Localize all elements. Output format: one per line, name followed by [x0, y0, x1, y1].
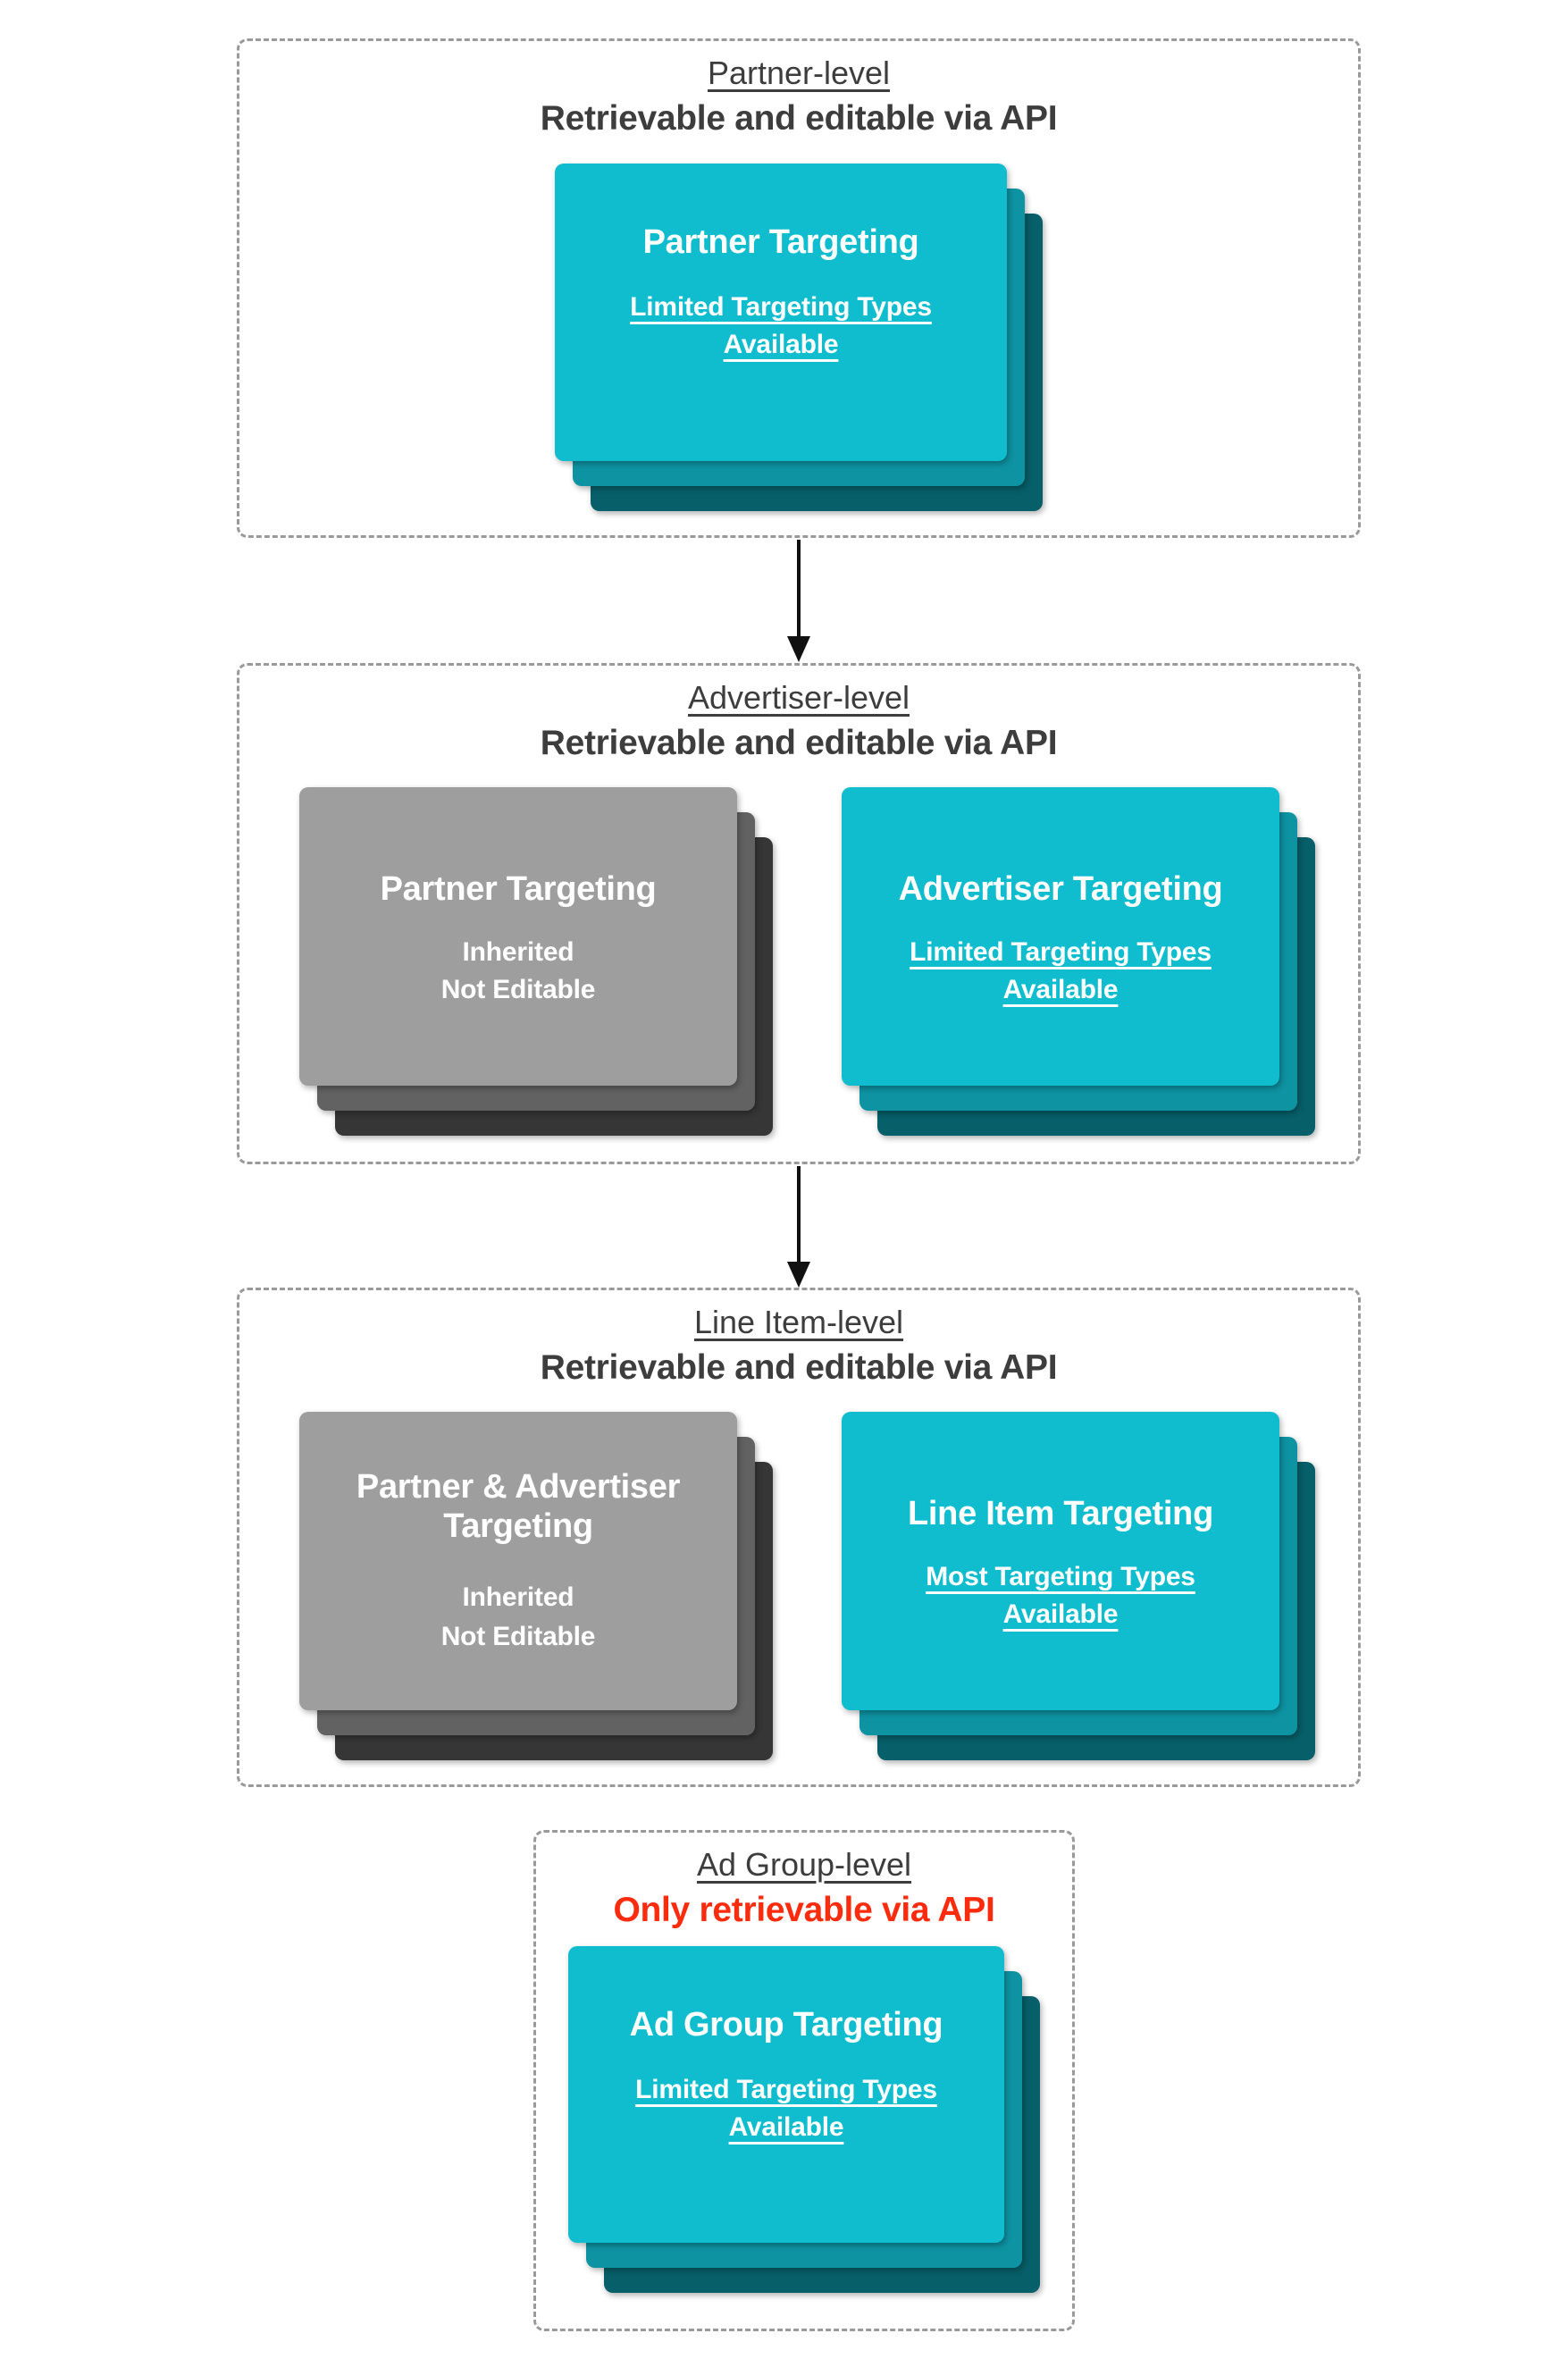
section-title: Ad Group-level: [696, 1846, 912, 1883]
card-body: Inherited Not Editable: [441, 1578, 596, 1657]
section-subtitle: Retrievable and editable via API: [540, 99, 1058, 138]
card-body-line: Not Editable: [440, 975, 596, 1004]
section-title: Line Item-level: [693, 1304, 904, 1340]
card-body-line: Not Editable: [440, 1622, 596, 1651]
section-subtitle: Retrievable and editable via API: [540, 724, 1058, 762]
card-advertiser-targeting: Advertiser Targeting Limited Targeting T…: [842, 787, 1279, 1086]
card-inherited-partner-advertiser-targeting: Partner & Advertiser Targeting Inherited…: [299, 1412, 737, 1710]
flow-arrow-2-shaft: [797, 1166, 801, 1262]
card-body: Inherited Not Editable: [441, 934, 596, 1009]
card-line-item-targeting: Line Item Targeting Most Targeting Types…: [842, 1412, 1279, 1710]
section-line-item-level: Line Item-level Retrievable and editable…: [237, 1288, 1361, 1787]
section-subtitle: Retrievable and editable via API: [540, 1348, 1058, 1387]
section-title: Advertiser-level: [687, 679, 910, 716]
card-title: Line Item Targeting: [908, 1495, 1213, 1532]
card-ad-group-targeting: Ad Group Targeting Limited Targeting Typ…: [568, 1946, 1004, 2243]
section-partner-level: Partner-level Retrievable and editable v…: [237, 38, 1361, 538]
card-body-line: Inherited: [462, 937, 574, 967]
section-subtitle: Only retrievable via API: [613, 1891, 995, 1929]
card-body-line: Available: [1002, 1599, 1119, 1629]
card-body-line: Limited Targeting Types: [910, 937, 1212, 967]
card-title: Partner Targeting: [642, 223, 919, 261]
card-body-line: Limited Targeting Types: [630, 292, 932, 322]
card-body: Limited Targeting Types Available: [635, 2071, 937, 2146]
card-body: Limited Targeting Types Available: [910, 934, 1212, 1009]
card-title: Partner Targeting: [380, 870, 657, 908]
card-body-line: Available: [1002, 975, 1119, 1004]
card-body-line: Available: [723, 330, 839, 359]
card-title: Ad Group Targeting: [629, 2006, 943, 2044]
flow-arrow-1-head: [787, 636, 810, 662]
card-title: Advertiser Targeting: [898, 870, 1223, 908]
flow-arrow-2-head: [787, 1262, 810, 1288]
section-ad-group-level: Ad Group-level Only retrievable via API …: [533, 1830, 1075, 2331]
card-body-line: Inherited: [462, 1582, 574, 1612]
card-partner-targeting: Partner Targeting Limited Targeting Type…: [555, 164, 1007, 461]
card-body-line: Limited Targeting Types: [635, 2075, 937, 2104]
card-body: Most Targeting Types Available: [926, 1558, 1195, 1633]
section-header: Line Item-level Retrievable and editable…: [239, 1290, 1358, 1390]
card-inherited-partner-targeting: Partner Targeting Inherited Not Editable: [299, 787, 737, 1086]
card-title: Partner & Advertiser Targeting: [356, 1468, 681, 1545]
section-header: Ad Group-level Only retrievable via API: [536, 1833, 1072, 1933]
card-body-line: Most Targeting Types: [926, 1562, 1195, 1591]
section-header: Partner-level Retrievable and editable v…: [239, 41, 1358, 141]
card-body-line: Available: [728, 2112, 844, 2142]
flow-arrow-1-shaft: [797, 540, 801, 636]
card-body: Limited Targeting Types Available: [630, 289, 932, 364]
section-header: Advertiser-level Retrievable and editabl…: [239, 666, 1358, 766]
section-title: Partner-level: [707, 55, 891, 91]
section-advertiser-level: Advertiser-level Retrievable and editabl…: [237, 663, 1361, 1164]
